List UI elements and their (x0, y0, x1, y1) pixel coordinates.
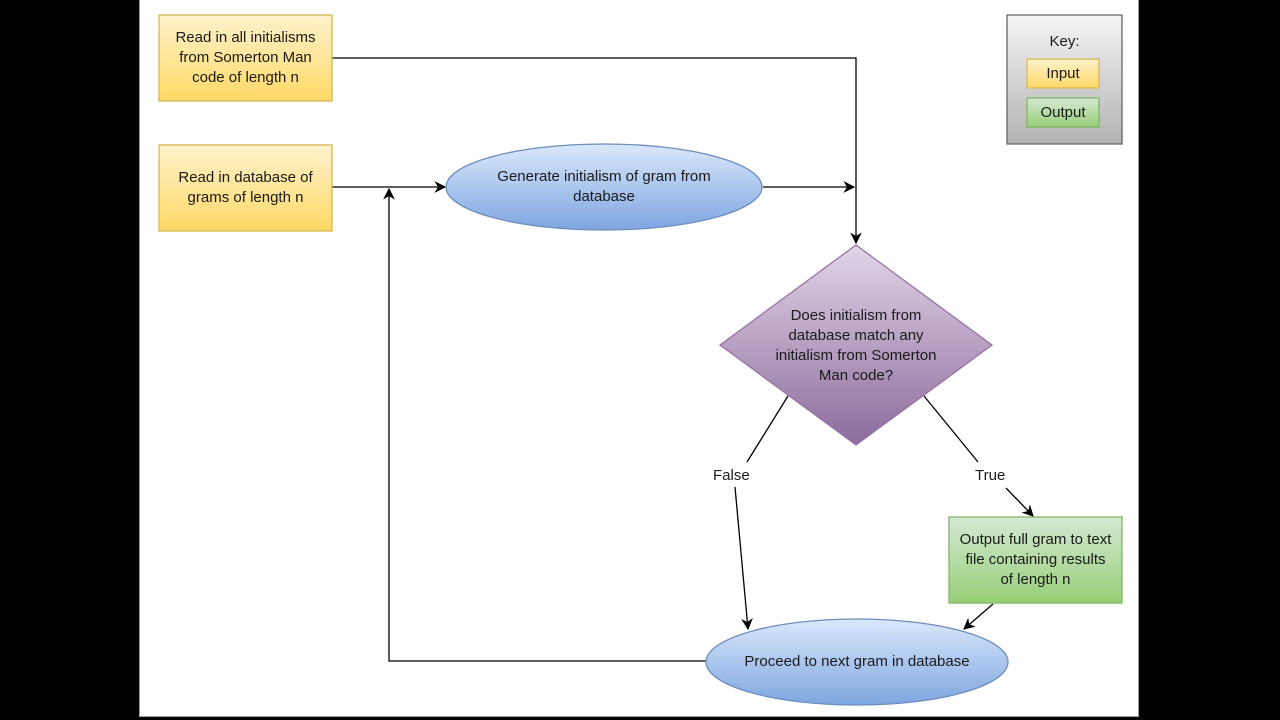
key-input-swatch (1026, 58, 1100, 89)
edge-read-initialisms-to-decision (332, 57, 862, 245)
node-read-initialisms-shape (158, 14, 333, 102)
node-next-gram: Proceed to next gram in database (706, 642, 1008, 682)
node-next-gram-label: Proceed to next gram in database (744, 653, 970, 670)
diagram-canvas: Read in all initialisms from Somerton Ma… (139, 0, 1139, 717)
edge-label-true: True (973, 467, 1008, 485)
key-item-input: Input (1027, 59, 1099, 88)
node-read-database: Read in database of grams of length n (159, 145, 332, 231)
node-decision: Does initialism from database match any … (760, 300, 952, 392)
key-title: Key: (1007, 30, 1122, 54)
edge-label-false: False (711, 467, 752, 485)
node-read-initialisms-label: Read in all initialisms from Somerton Ma… (175, 29, 316, 86)
flowchart-svg (158, 14, 1123, 706)
node-generate-initialism-label: Generate initialism of gram from databas… (497, 168, 711, 205)
node-output-gram: Output full gram to text file containing… (949, 517, 1122, 603)
key-item-output-label: Output (1040, 103, 1086, 121)
node-read-initialisms: Read in all initialisms from Somerton Ma… (159, 15, 332, 101)
node-output-gram-shape (948, 516, 1123, 604)
edge-output-to-next-gram (963, 603, 994, 630)
key-item-input-label: Input (1046, 64, 1080, 82)
node-read-database-label: Read in database of grams of length n (178, 169, 313, 206)
edge-next-gram-to-generate (383, 187, 706, 662)
key-item-output: Output (1027, 98, 1099, 127)
node-decision-shape (718, 244, 994, 446)
node-generate-initialism-shape (445, 143, 763, 231)
node-output-gram-label: Output full gram to text file containing… (959, 531, 1112, 588)
node-next-gram-shape (705, 618, 1009, 706)
edge-decision-true-upper (923, 395, 979, 463)
node-decision-label: Does initialism from database match any … (775, 307, 937, 384)
edge-decision-true-lower (1005, 487, 1034, 517)
key-output-swatch (1026, 97, 1100, 128)
edge-decision-false-upper (746, 395, 789, 463)
edge-decision-false-lower (734, 486, 753, 631)
key-title-label: Key: (1049, 33, 1080, 50)
node-read-database-shape (158, 144, 333, 232)
node-generate-initialism: Generate initialism of gram from databas… (470, 152, 738, 222)
